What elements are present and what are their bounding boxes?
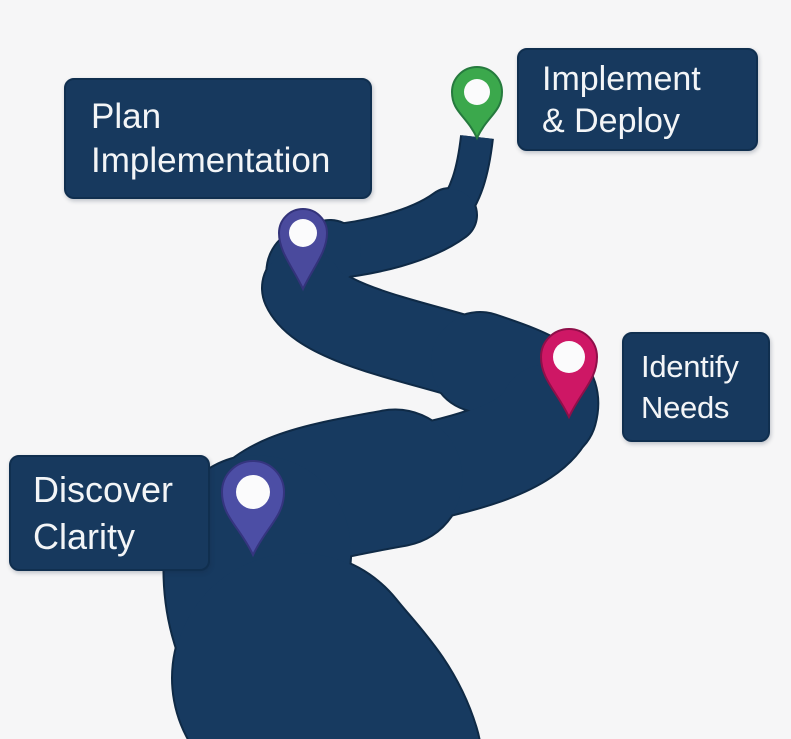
step-label-line: Plan xyxy=(91,96,162,136)
pin-identify-needs xyxy=(539,328,599,420)
step-label-line: Implement xyxy=(542,59,701,98)
step-label-line: Discover xyxy=(33,469,174,510)
step-box-plan-implementation: Plan Implementation xyxy=(64,78,372,199)
step-label-line: Implementation xyxy=(91,140,331,180)
step-label-line: & Deploy xyxy=(542,101,680,140)
pin-hole xyxy=(236,475,270,509)
pin-implement-deploy xyxy=(450,66,504,141)
step-box-implement-deploy: Implement & Deploy xyxy=(517,48,758,151)
pin-plan-implementation xyxy=(277,208,329,292)
step-label-line: Identify xyxy=(641,349,739,384)
step-box-identify-needs: Identify Needs xyxy=(622,332,770,442)
pin-hole xyxy=(553,341,585,373)
pin-hole xyxy=(464,79,490,105)
step-label-line: Needs xyxy=(641,390,730,425)
pin-hole xyxy=(289,219,317,247)
pin-discover-clarity xyxy=(220,460,286,558)
step-label-line: Clarity xyxy=(33,516,136,557)
step-box-discover-clarity: Discover Clarity xyxy=(9,455,210,571)
